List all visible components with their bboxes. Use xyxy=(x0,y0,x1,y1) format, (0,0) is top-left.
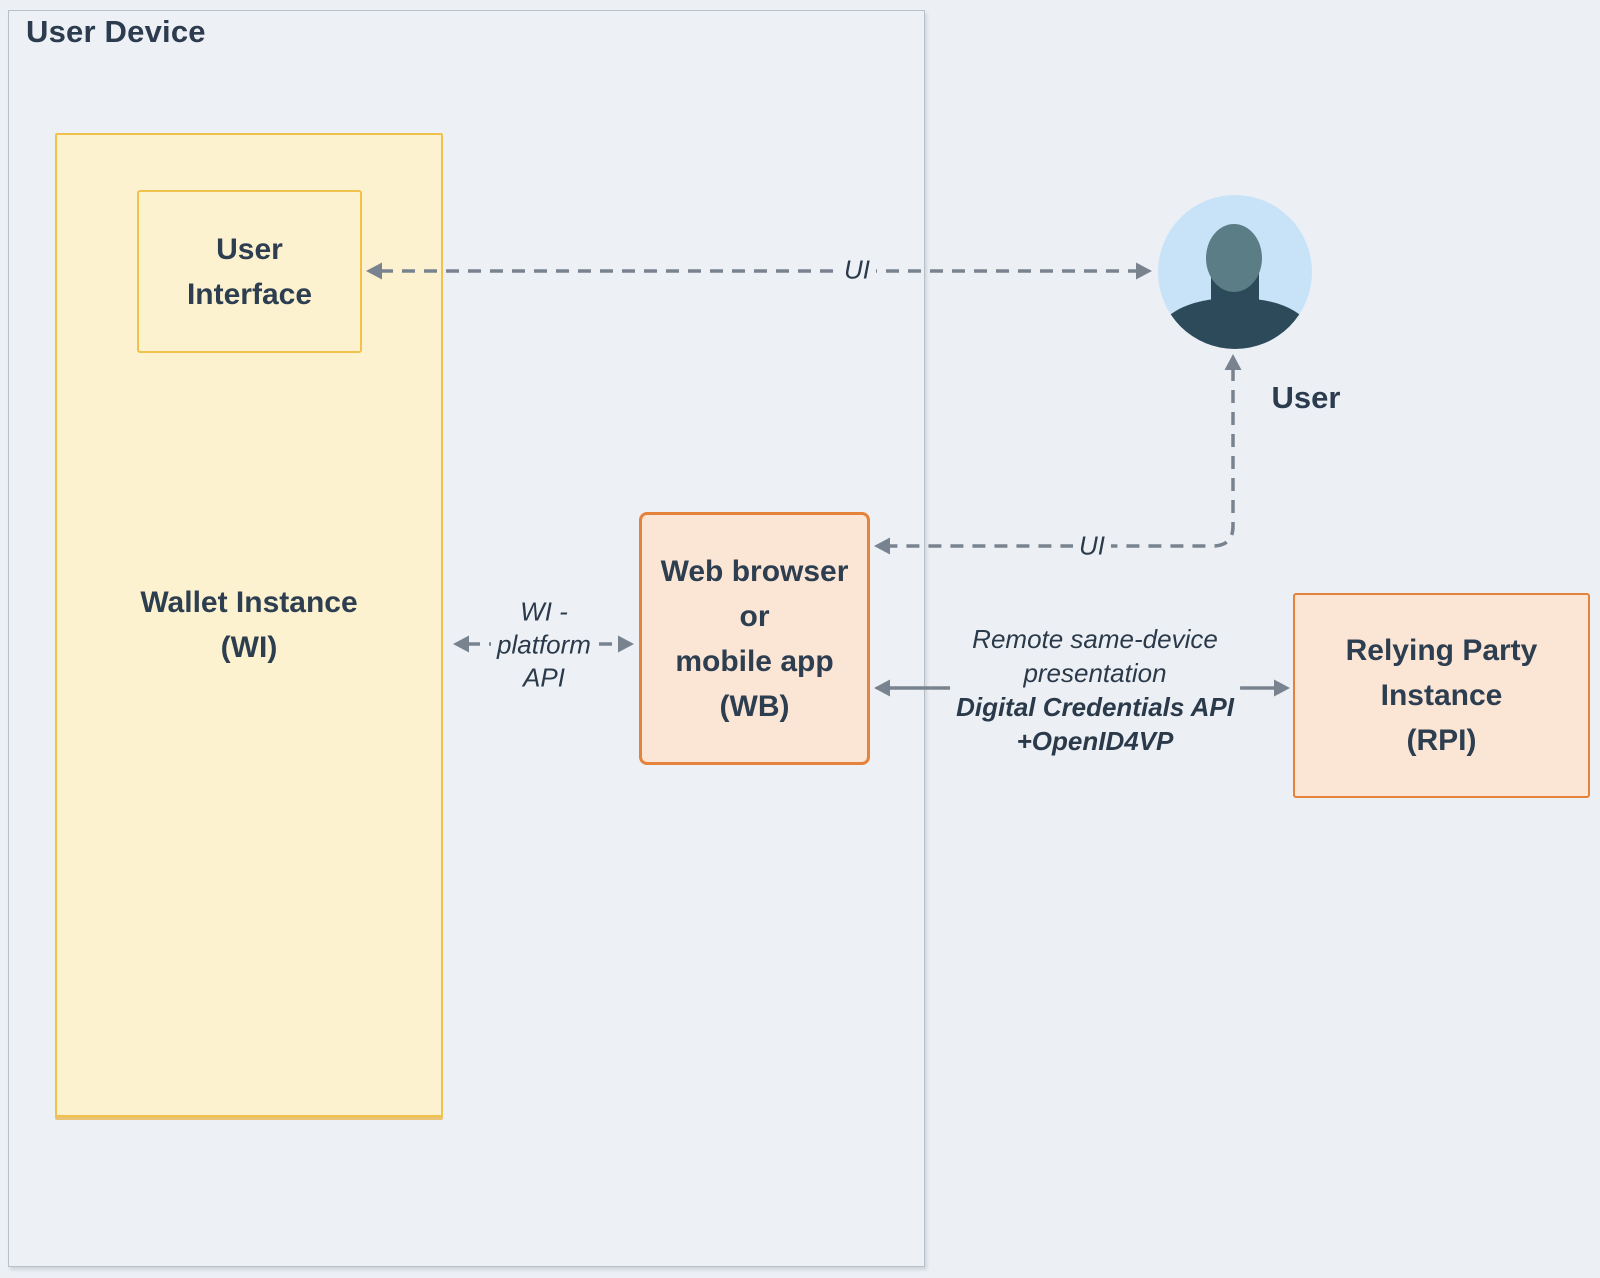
web-browser-label-line4: (WB) xyxy=(719,689,790,723)
web-browser-label-line2: or xyxy=(739,599,770,633)
user-actor-label: User xyxy=(1271,380,1341,415)
person-avatar-icon xyxy=(1158,195,1312,349)
relying-party-label-line2: Instance xyxy=(1380,679,1503,712)
edge-label-ui-mid: UI xyxy=(1073,528,1111,564)
edge-label-remote-line2: presentation xyxy=(1023,658,1167,688)
web-browser-label-line1: Web browser xyxy=(660,554,849,588)
edge-label-wi-api-line1: WI - xyxy=(520,596,568,627)
edge-label-remote-line3: Digital Credentials API xyxy=(956,692,1234,722)
relying-party-label-line3: (RPI) xyxy=(1406,724,1477,757)
edge-label-remote-presentation: Remote same-device presentation Digital … xyxy=(950,621,1240,759)
wallet-instance-label-line2: (WI) xyxy=(220,631,278,664)
edge-label-ui-top: UI xyxy=(838,252,876,288)
edge-label-remote-line4: +OpenID4VP xyxy=(1016,726,1174,756)
edge-label-wi-api-line3: API xyxy=(523,662,565,693)
web-browser-box: Web browser or mobile app (WB) xyxy=(639,512,870,765)
edge-label-wi-platform-api: WI - platform API xyxy=(491,594,597,696)
relying-party-box: Relying Party Instance (RPI) xyxy=(1293,593,1590,798)
user-interface-box: User Interface xyxy=(137,190,362,353)
web-browser-label-line3: mobile app xyxy=(675,644,834,678)
user-interface-label-line2: Interface xyxy=(186,277,313,311)
user-interface-label-line1: User xyxy=(216,232,283,266)
user-device-title: User Device xyxy=(26,14,206,49)
wallet-instance-label-line1: Wallet Instance xyxy=(140,586,358,619)
relying-party-label-line1: Relying Party xyxy=(1345,634,1538,667)
arrow-ui-web-browser xyxy=(874,354,1242,555)
edge-label-wi-api-line2: platform xyxy=(497,629,591,660)
edge-label-remote-line1: Remote same-device xyxy=(972,624,1218,654)
